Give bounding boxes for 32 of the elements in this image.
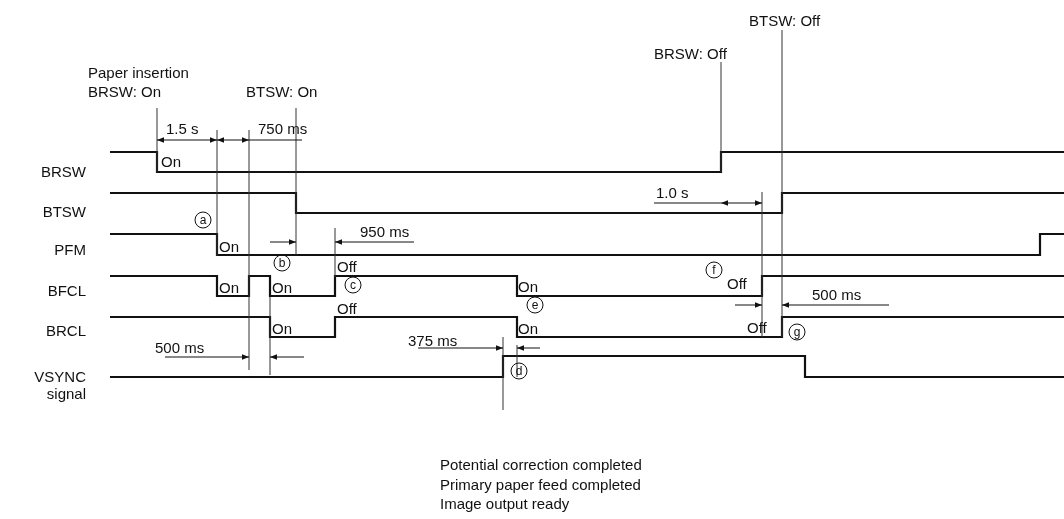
state-label: Off [337,299,357,317]
state-label: Off [337,257,357,275]
state-label: On [272,319,292,337]
dimension-label: 1.5 s [166,119,199,137]
state-label: On [518,319,538,337]
state-label: On [272,278,292,296]
dimension-label: 375 ms [408,331,458,349]
dimension-label: 500 ms [812,285,862,303]
dimension-label: 950 ms [360,222,410,240]
event-label: BRSW: Off [654,44,727,62]
note-text: Potential correction completed [440,455,642,473]
signal-name: BTSW [42,202,86,220]
dimension-label: 1.0 s [656,183,689,201]
state-label: Off [747,318,767,336]
signal-name: BRSW [41,162,86,180]
event-label: Paper insertion [88,63,189,81]
signal-name: PFM [54,240,86,258]
state-label: On [219,278,239,296]
dimension-label: 750 ms [258,119,308,137]
dimension-label: 500 ms [155,338,205,356]
signal-name: BFCL [47,281,86,299]
event-label: BTSW: On [246,82,318,100]
state-label: On [219,237,239,255]
event-label: BRSW: On [88,82,162,100]
signal-name: BRCL [46,321,86,339]
state-label: On [518,277,538,295]
note-text: Image output ready [440,494,570,512]
state-label: On [161,152,181,170]
state-label: Off [727,274,747,292]
event-label: BTSW: Off [749,11,821,29]
signal-name: VSYNC signal [33,368,86,402]
note-text: Primary paper feed completed [440,475,641,493]
